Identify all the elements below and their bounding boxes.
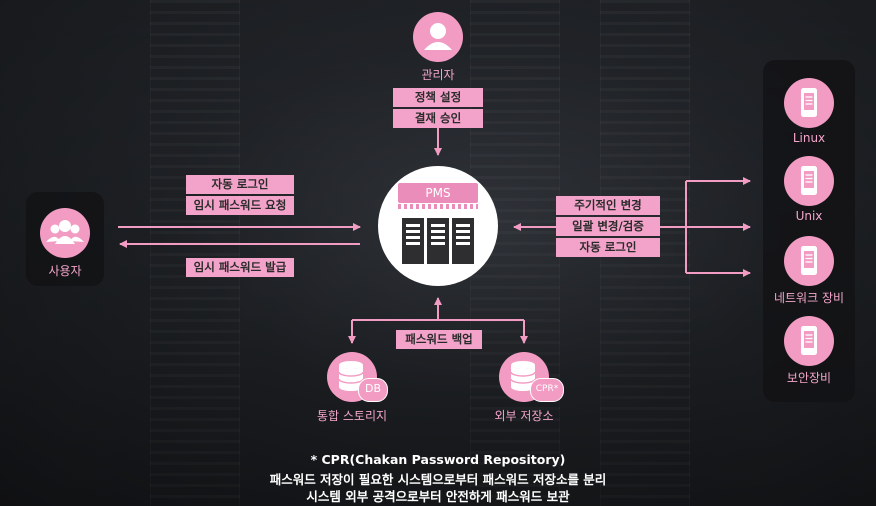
tag-approval: 결재 승인 bbox=[393, 109, 483, 128]
mobile-device-icon bbox=[801, 88, 817, 117]
footnote-line-1: * CPR(Chakan Password Repository) bbox=[310, 452, 566, 467]
users-group-icon bbox=[46, 220, 84, 244]
tag-temp-password-request: 임시 패스워드 요청 bbox=[186, 196, 294, 215]
integrated-storage-label: 통합 스토리지 bbox=[316, 409, 388, 423]
user-icon bbox=[424, 23, 452, 50]
admin-avatar bbox=[413, 12, 463, 62]
database-icon bbox=[338, 361, 364, 391]
target-label: Unix bbox=[795, 209, 823, 223]
target-label: 네트워크 장비 bbox=[773, 291, 845, 305]
target-label: 보안장비 bbox=[786, 371, 832, 385]
target-label: Linux bbox=[792, 131, 826, 145]
footnote-line-2: 패스워드 저장이 필요한 시스템으로부터 패스워드 저장소를 분리 bbox=[269, 472, 607, 487]
footnote-line-3: 시스템 외부 공격으로부터 안전하게 패스워드 보관 bbox=[306, 489, 570, 504]
external-storage-label: 외부 저장소 bbox=[494, 409, 554, 423]
user-label: 사용자 bbox=[48, 264, 82, 278]
pms-label: PMS bbox=[398, 183, 478, 209]
tag-policy-setting: 정책 설정 bbox=[393, 88, 483, 107]
mobile-device-icon bbox=[801, 166, 817, 195]
db-badge: DB bbox=[358, 378, 388, 402]
tag-bulk-change-verify: 일괄 변경/검증 bbox=[556, 217, 660, 236]
tag-auto-login-right: 자동 로그인 bbox=[556, 238, 660, 257]
tag-auto-login: 자동 로그인 bbox=[186, 175, 294, 194]
database-icon bbox=[510, 361, 536, 391]
admin-label: 관리자 bbox=[421, 68, 455, 82]
mobile-device-icon bbox=[801, 246, 817, 275]
tag-periodic-change: 주기적인 변경 bbox=[556, 196, 660, 215]
cpr-badge: CPR* bbox=[530, 378, 564, 402]
mobile-device-icon bbox=[801, 326, 817, 355]
user-avatar bbox=[40, 208, 90, 258]
targets-panel: Linux Unix 네트워크 장비 bbox=[763, 60, 855, 402]
pms-server: PMS bbox=[378, 166, 498, 286]
tag-temp-password-issue: 임시 패스워드 발급 bbox=[186, 258, 294, 277]
tag-password-backup: 패스워드 백업 bbox=[396, 330, 482, 349]
background-rack bbox=[150, 0, 240, 506]
user-panel: 사용자 bbox=[26, 192, 104, 286]
